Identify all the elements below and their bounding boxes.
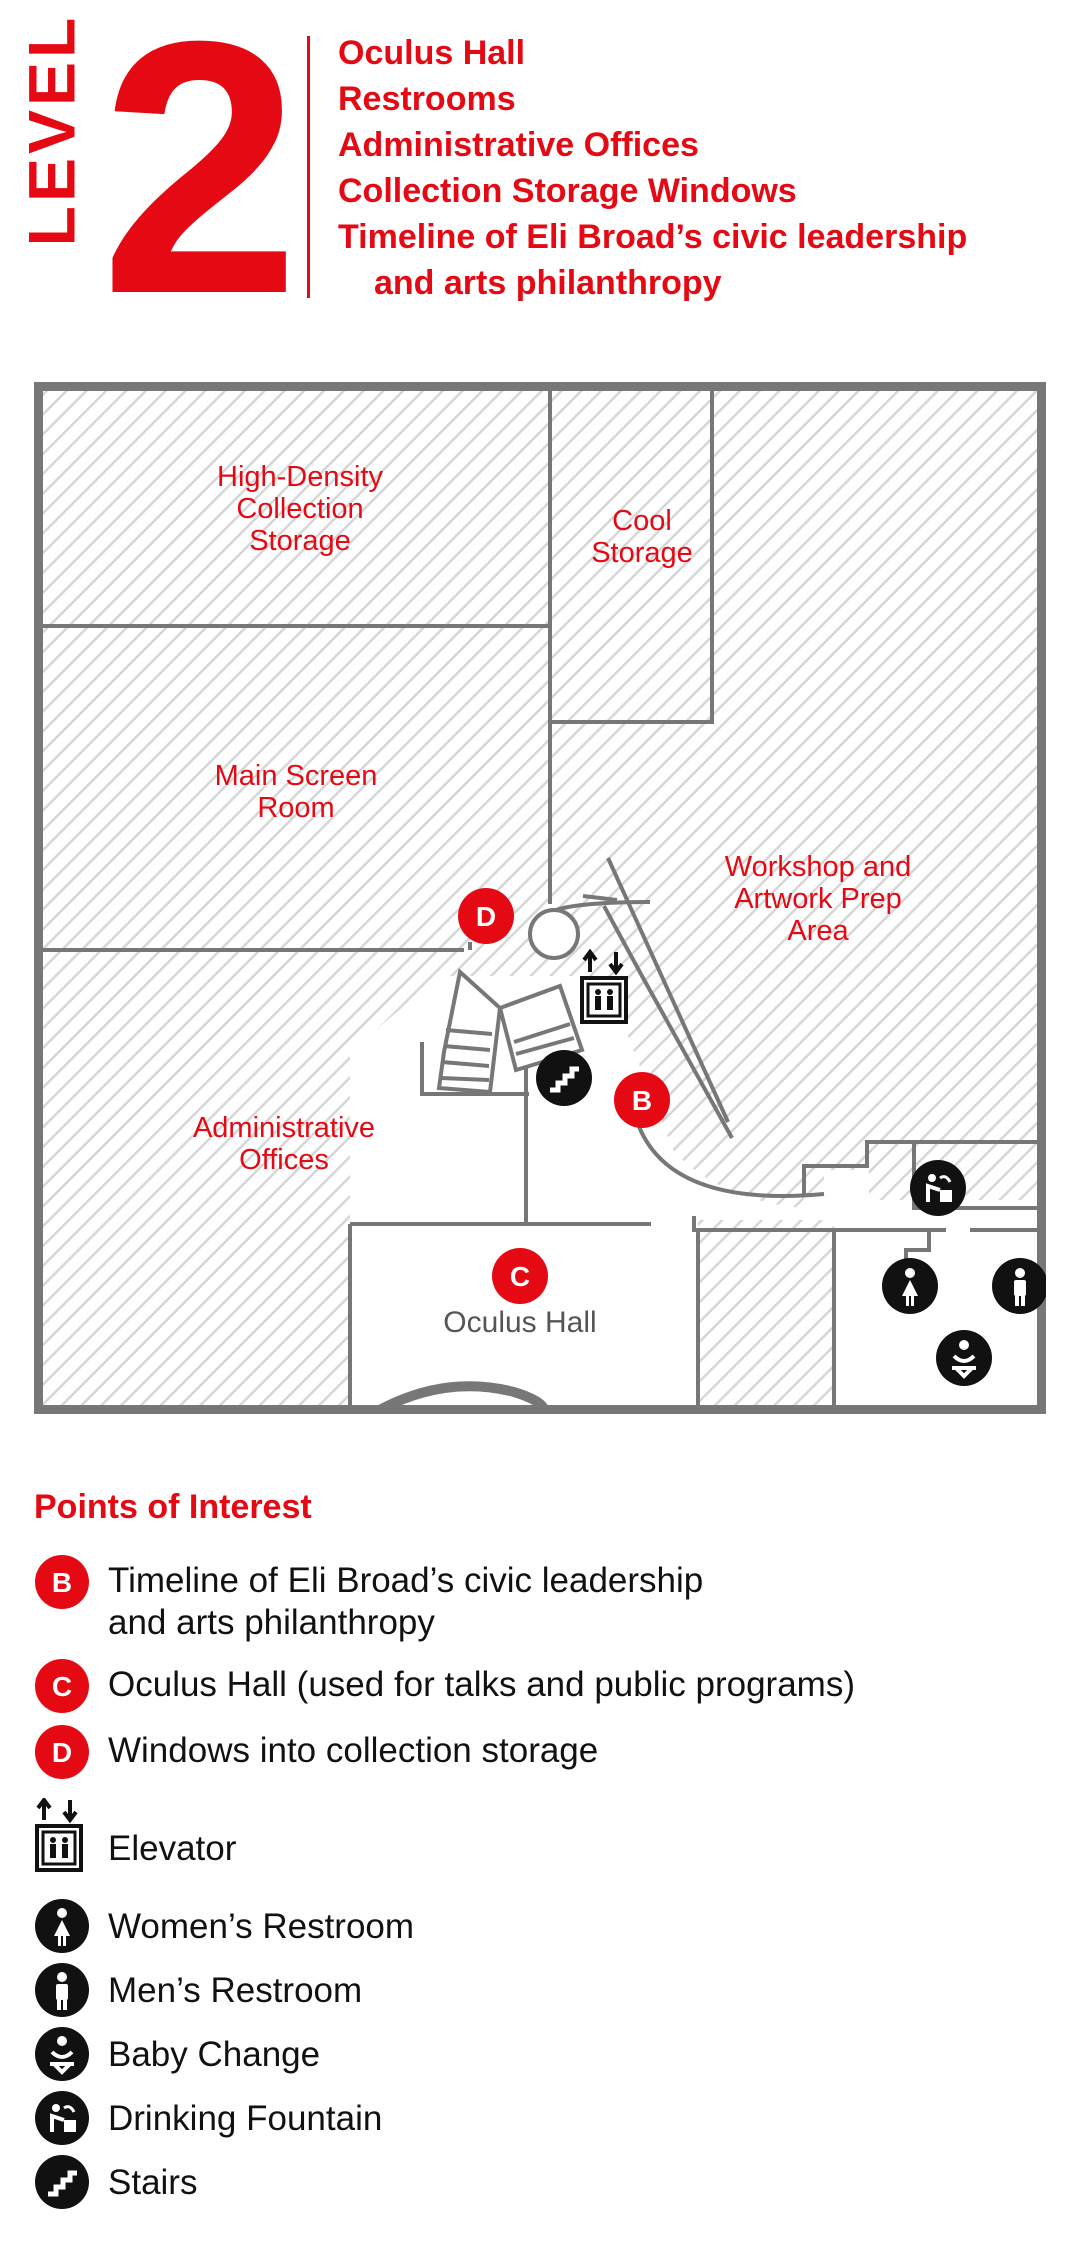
highlight-storage-windows: Collection Storage Windows: [338, 172, 797, 210]
level-number: 2: [100, 0, 301, 369]
baby-change-icon: [35, 2027, 89, 2081]
legend-item-c-text: Oculus Hall (used for talks and public p…: [108, 1665, 855, 1704]
legend-d-letter: D: [52, 1737, 72, 1768]
legend-item-baby-change: Baby Change: [34, 2026, 1034, 2090]
baby-change-icon[interactable]: [936, 1330, 992, 1386]
level-word: LEVEL: [14, 14, 88, 247]
poi-c-icon: C: [35, 1659, 89, 1713]
outer-wall: [34, 382, 1046, 1414]
floor-plan-svg: High-Density Collection Storage Cool Sto…: [34, 382, 1046, 1414]
legend-item-elevator: Elevator: [34, 1798, 1034, 1890]
highlight-timeline-cont: and arts philanthropy: [374, 264, 722, 302]
room-label-high-density-2: Collection: [236, 493, 363, 525]
legend-item-b: B Timeline of Eli Broad’s civic leadersh…: [34, 1554, 1034, 1658]
room-label-admin-2: Offices: [239, 1144, 329, 1176]
room-label-high-density-3: Storage: [249, 525, 351, 557]
womens-restroom-icon[interactable]: [882, 1258, 938, 1314]
legend-item-d-text: Windows into collection storage: [108, 1731, 599, 1770]
room-label-main-screen-1: Main Screen: [215, 760, 378, 792]
legend-item-mens-restroom-text: Men’s Restroom: [108, 1971, 363, 2010]
poi-marker-c[interactable]: C: [492, 1248, 548, 1304]
legend-item-drinking-fountain: Drinking Fountain: [34, 2090, 1034, 2154]
legend-item-baby-change-text: Baby Change: [108, 2035, 321, 2074]
room-label-cool-storage-2: Storage: [591, 537, 693, 569]
stairs-icon: [35, 2155, 89, 2209]
legend-item-b-text: Timeline of Eli Broad’s civic leadership…: [108, 1554, 703, 1644]
poi-marker-d[interactable]: D: [458, 888, 514, 944]
legend-item-stairs-text: Stairs: [108, 2163, 198, 2202]
stair-structure: [436, 908, 585, 1095]
level-highlights: Oculus Hall Restrooms Administrative Off…: [338, 30, 967, 306]
restroom-block: [834, 1220, 1040, 1410]
legend-item-b-line-1: Timeline of Eli Broad’s civic leadership: [108, 1561, 704, 1600]
legend-item-mens-restroom: Men’s Restroom: [34, 1962, 1034, 2026]
highlight-oculus-hall: Oculus Hall: [338, 34, 526, 72]
room-label-workshop-2: Artwork Prep: [734, 883, 902, 915]
legend-b-letter: B: [52, 1567, 72, 1598]
legend-item-womens-restroom-text: Women’s Restroom: [108, 1907, 415, 1946]
highlight-restrooms: Restrooms: [338, 80, 516, 118]
header-divider: [307, 36, 310, 298]
legend-item-womens-restroom: Women’s Restroom: [34, 1898, 1034, 1962]
room-label-workshop-3: Area: [787, 915, 849, 947]
poi-marker-c-letter: C: [510, 1261, 530, 1292]
mens-restroom-icon: [35, 1963, 89, 2017]
legend-item-d: D Windows into collection storage: [34, 1724, 1034, 1780]
legend-title: Points of Interest: [34, 1488, 312, 1526]
legend-c-letter: C: [52, 1671, 72, 1702]
room-label-oculus-hall: Oculus Hall: [443, 1306, 596, 1339]
room-label-cool-storage-1: Cool: [612, 505, 672, 537]
poi-b-icon: B: [35, 1555, 89, 1609]
legend-item-drinking-fountain-text: Drinking Fountain: [108, 2099, 383, 2138]
drinking-fountain-icon[interactable]: [910, 1160, 966, 1216]
legend-item-elevator-text: Elevator: [108, 1829, 237, 1868]
womens-restroom-icon: [35, 1899, 89, 1953]
level-word-text: LEVEL: [14, 13, 89, 247]
poi-marker-b[interactable]: B: [614, 1072, 670, 1128]
drinking-fountain-icon: [35, 2091, 89, 2145]
highlight-timeline: Timeline of Eli Broad’s civic leadership: [338, 218, 968, 256]
room-label-workshop-1: Workshop and: [725, 851, 911, 883]
room-label-high-density-1: High-Density: [217, 461, 383, 493]
stairs-icon[interactable]: [536, 1050, 592, 1106]
legend-item-b-line-2: and arts philanthropy: [108, 1603, 435, 1642]
mens-restroom-icon[interactable]: [992, 1258, 1046, 1314]
poi-marker-b-letter: B: [632, 1085, 652, 1116]
legend: Points of Interest B Timeline of Eli Bro…: [34, 1488, 1034, 2218]
poi-d-icon: D: [35, 1725, 89, 1779]
legend-item-stairs: Stairs: [34, 2154, 1034, 2218]
elevator-icon: [35, 1798, 83, 1872]
highlight-admin-offices: Administrative Offices: [338, 126, 699, 164]
room-label-admin-1: Administrative: [193, 1112, 375, 1144]
poi-marker-d-letter: D: [476, 901, 496, 932]
legend-item-c: C Oculus Hall (used for talks and public…: [34, 1658, 1034, 1724]
room-label-main-screen-2: Room: [257, 792, 334, 824]
interior-walls: [38, 386, 1042, 1410]
elevator-icon[interactable]: [580, 948, 628, 1024]
floor-plan: High-Density Collection Storage Cool Sto…: [34, 382, 1046, 1414]
